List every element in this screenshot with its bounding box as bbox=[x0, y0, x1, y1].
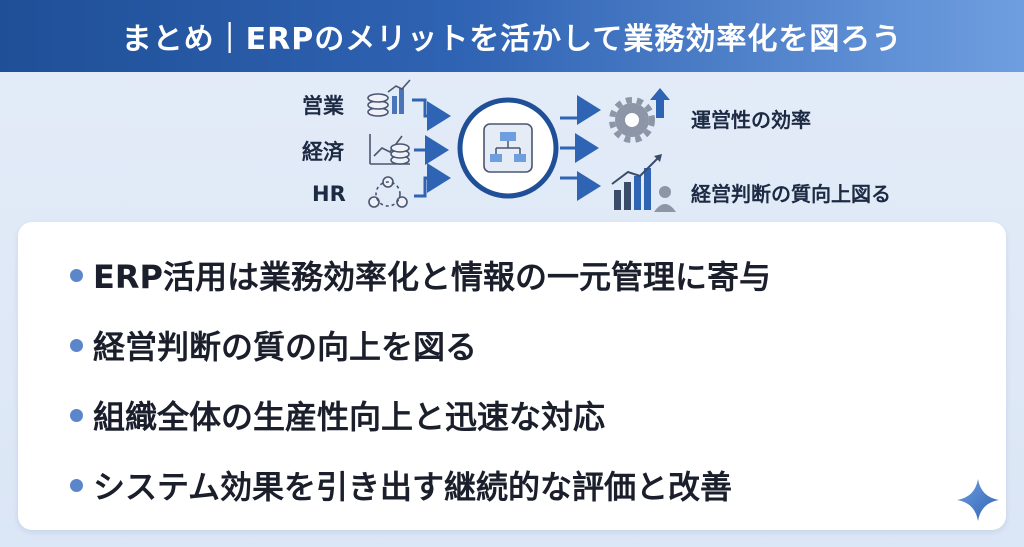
growth-chart-person-icon bbox=[611, 154, 676, 212]
summary-card: ERP活用は業務効率化と情報の一元管理に寄与 経営判断の質の向上を図る 組織全体… bbox=[18, 222, 1006, 530]
summary-point-text: システム効果を引き出す継続的な評価と改善 bbox=[93, 468, 733, 506]
input-arrow-1 bbox=[412, 98, 451, 131]
bullet-dot bbox=[70, 338, 83, 352]
bullet-dot bbox=[70, 268, 83, 282]
erp-system-icon bbox=[457, 97, 559, 199]
gear-arrow-icon bbox=[609, 88, 670, 143]
people-network-icon bbox=[368, 176, 408, 208]
output-arrow-1 bbox=[560, 95, 601, 125]
input-label-economy: 経済 bbox=[302, 140, 344, 164]
output-arrow-3 bbox=[560, 171, 601, 201]
input-arrow-3 bbox=[414, 163, 451, 198]
erp-flow-diagram: 営業 経済 HR 運営性の効率 経営判断の質向上図る bbox=[0, 72, 1024, 222]
list-item: 経営判断の質の向上を図る bbox=[70, 316, 771, 374]
summary-point-text: 組織全体の生産性向上と迅速な対応 bbox=[93, 398, 606, 436]
bullet-dot bbox=[70, 478, 83, 492]
list-item: システム効果を引き出す継続的な評価と改善 bbox=[70, 456, 771, 514]
list-item: 組織全体の生産性向上と迅速な対応 bbox=[70, 386, 771, 444]
summary-point-text: 経営判断の質の向上を図る bbox=[93, 328, 478, 366]
page-title: まとめ｜ERPのメリットを活かして業務効率化を図ろう bbox=[121, 22, 903, 57]
list-item: ERP活用は業務効率化と情報の一元管理に寄与 bbox=[70, 246, 771, 304]
sparkle-icon bbox=[957, 479, 999, 521]
summary-list: ERP活用は業務効率化と情報の一元管理に寄与 経営判断の質の向上を図る 組織全体… bbox=[70, 246, 771, 526]
diagram-canvas bbox=[367, 79, 676, 212]
coins-chart-icon bbox=[367, 79, 411, 117]
output-label-decision-quality: 経営判断の質向上図る bbox=[691, 182, 891, 206]
input-label-sales: 営業 bbox=[302, 94, 344, 118]
header-banner: まとめ｜ERPのメリットを活かして業務効率化を図ろう bbox=[0, 0, 1024, 72]
summary-point-text: ERP活用は業務効率化と情報の一元管理に寄与 bbox=[93, 258, 771, 296]
chart-coins-icon bbox=[369, 134, 410, 165]
output-label-efficiency: 運営性の効率 bbox=[691, 108, 811, 132]
input-label-hr: HR bbox=[312, 182, 346, 206]
bullet-dot bbox=[70, 408, 83, 422]
